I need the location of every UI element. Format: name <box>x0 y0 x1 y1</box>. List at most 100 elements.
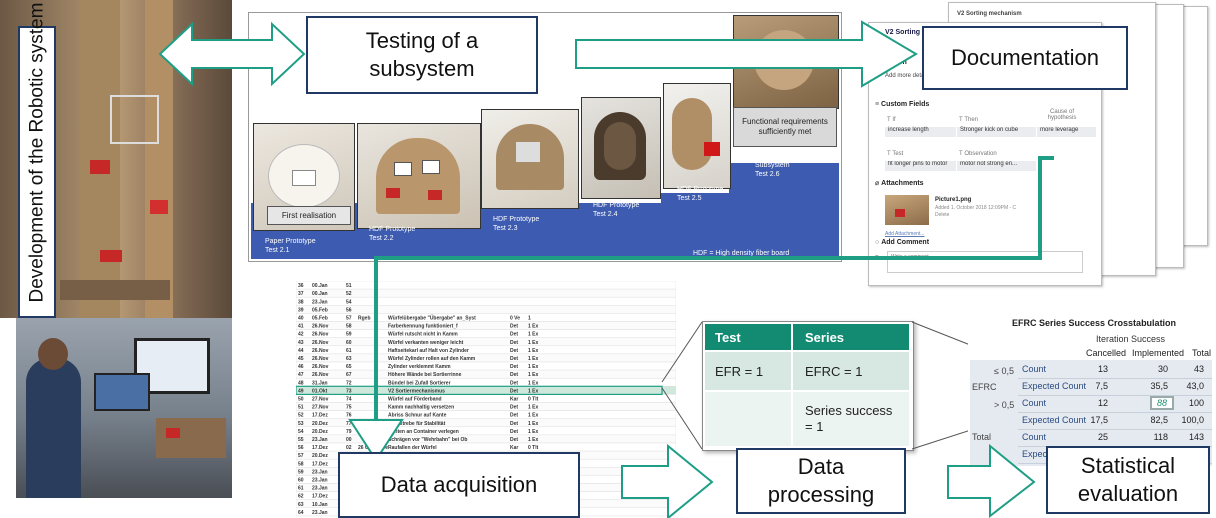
comment-icon: ○ <box>875 239 880 246</box>
attachment-thumbnail[interactable] <box>885 195 929 225</box>
spreadsheet-cell: 38 <box>298 299 304 305</box>
spreadsheet-cell: 23.Jan <box>312 469 328 475</box>
spreadsheet-cell: Würfel rutscht nicht in Kamm <box>388 332 458 338</box>
spreadsheet-cell: 79 <box>346 429 352 435</box>
spreadsheet-cell: 1 Ex <box>528 429 539 435</box>
spreadsheet-cell: 73 <box>346 388 352 394</box>
spreadsheet-cell: 61 <box>346 348 352 354</box>
spreadsheet-row <box>296 402 676 411</box>
spreadsheet-cell: 1 Ex <box>528 388 539 394</box>
spreadsheet-row <box>296 377 676 387</box>
doc-test-field[interactable]: fit longer pins to motor <box>885 161 956 171</box>
spreadsheet-cell: 51 <box>346 283 352 289</box>
spreadsheet-cell: Det <box>510 380 518 386</box>
spreadsheet-cell: 26.Nov <box>312 340 329 346</box>
crosstab-cell: 100,0 <box>1181 415 1204 425</box>
crosstab-cell-highlighted: 88 <box>1150 396 1174 410</box>
spreadsheet-cell: 43 <box>298 340 304 346</box>
spreadsheet-cell: Kar <box>510 445 518 451</box>
crosstab-cell: 25 <box>1097 432 1108 442</box>
spreadsheet-cell: 61 <box>298 486 304 492</box>
spreadsheet-row <box>296 313 676 322</box>
doc-cause-field[interactable]: more leverage <box>1037 127 1096 137</box>
crosstab-row-var: EFRC <box>972 382 997 392</box>
spreadsheet-cell: 26.Nov <box>312 356 329 362</box>
doc-then-field[interactable]: Stronger kick on cube <box>957 127 1036 137</box>
spreadsheet-cell: 20.Dez <box>312 453 328 459</box>
spreadsheet-row <box>296 337 676 347</box>
comment-input[interactable]: Write a comment... <box>887 251 1083 273</box>
attachment-filename[interactable]: Picture1.png <box>935 197 972 203</box>
crosstab-cell: 100 <box>1188 398 1204 408</box>
spreadsheet-cell: 26 Übergabe <box>358 444 388 451</box>
spreadsheet-cell: 54 <box>298 429 304 435</box>
spreadsheet-row <box>296 394 676 403</box>
spreadsheet-cell: 00.Jan <box>312 291 328 297</box>
doc-if-field[interactable]: increase length <box>885 127 956 137</box>
spreadsheet-cell: 67 <box>346 372 352 378</box>
attachment-delete-link[interactable]: Delete <box>935 212 950 218</box>
crosstab-cell: 43,0 <box>1186 381 1204 391</box>
prototype-photo-4 <box>581 97 661 199</box>
add-attachment-link[interactable]: Add Attachment... <box>885 231 925 237</box>
spreadsheet-cell: 26.Nov <box>312 332 329 338</box>
functional-requirements-box: Functional requirements sufficiently met <box>733 107 837 147</box>
spreadsheet-cell: V2 Sortiermechanismus <box>388 388 445 394</box>
spreadsheet-cell: 0 Tlt <box>528 445 539 451</box>
development-text: Development of the Robotic system <box>26 2 48 302</box>
doc-if-label: T If <box>887 117 896 123</box>
spreadsheet-row <box>296 426 676 436</box>
spreadsheet-cell: 1 Ex <box>528 364 539 370</box>
series-cell-efr: EFR = 1 <box>705 352 791 390</box>
spreadsheet-cell: Würfel auf Förderband <box>388 397 442 403</box>
crosstab-cell: 13 <box>1097 364 1108 374</box>
spreadsheet-cell: 0 Tlt <box>528 397 539 403</box>
doc-observation-field[interactable]: motor not strong en... <box>957 161 1036 171</box>
spreadsheet-cell: Det <box>510 340 518 346</box>
spreadsheet-cell: 20.Dez <box>312 429 328 435</box>
doc-test-label: T Test <box>887 151 904 157</box>
spreadsheet-cell: 50 <box>298 397 304 403</box>
spreadsheet-cell: 60 <box>346 340 352 346</box>
spreadsheet-cell: 55 <box>298 437 304 443</box>
spreadsheet-row <box>296 418 676 428</box>
crosstab-separator <box>1018 395 1212 396</box>
testing-label: Testing of a subsystem <box>306 16 538 94</box>
spreadsheet-cell: 05.Feb <box>312 316 328 322</box>
crosstab-row-label: Count <box>1022 398 1047 408</box>
spreadsheet-cell: Det <box>510 421 518 427</box>
spreadsheet-cell: 00 <box>346 437 352 443</box>
spreadsheet-cell: Det <box>510 388 518 394</box>
doc-cause-label: Cause of hypothesis <box>1047 109 1077 121</box>
spreadsheet-cell: Det <box>510 348 518 354</box>
spreadsheet-cell: 26.Nov <box>312 348 329 354</box>
spreadsheet-cell: 59 <box>298 469 304 475</box>
spreadsheet-cell: 17.Dez <box>312 445 328 451</box>
crosstab-cell: 12 <box>1097 398 1108 408</box>
crosstab-cell: 30 <box>1157 364 1168 374</box>
statistical-evaluation-text: Statistical evaluation <box>1077 453 1179 506</box>
spreadsheet-cell: 26.Nov <box>312 372 329 378</box>
spreadsheet-cell: 23.Jan <box>312 486 328 492</box>
doc-then-label: T Then <box>959 117 979 123</box>
data-processing-text: Data processing <box>767 454 875 507</box>
spreadsheet-cell: 20.Dez <box>312 421 328 427</box>
spreadsheet-cell: 52 <box>346 291 352 297</box>
series-cell-empty <box>705 392 791 446</box>
spreadsheet-cell: 23.Jan <box>312 478 328 484</box>
crosstab-group-label: Total <box>972 432 992 442</box>
doc-add-more[interactable]: Add more deta <box>885 73 925 79</box>
spreadsheet-cell: Det <box>510 356 518 362</box>
spreadsheet-cell: 56 <box>298 445 304 451</box>
crosstab-group-label: > 0,5 <box>994 400 1015 410</box>
spreadsheet-cell: 59 <box>346 332 352 338</box>
spreadsheet-cell: Det <box>510 405 518 411</box>
spreadsheet-cell: 52 <box>298 413 304 419</box>
spreadsheet-cell: 51 <box>298 405 304 411</box>
spreadsheet-cell: 58 <box>298 461 304 467</box>
spreadsheet-cell: 48 <box>298 380 304 386</box>
spreadsheet-cell: 47 <box>298 372 304 378</box>
crosstab-cell: 82,5 <box>1150 415 1168 425</box>
